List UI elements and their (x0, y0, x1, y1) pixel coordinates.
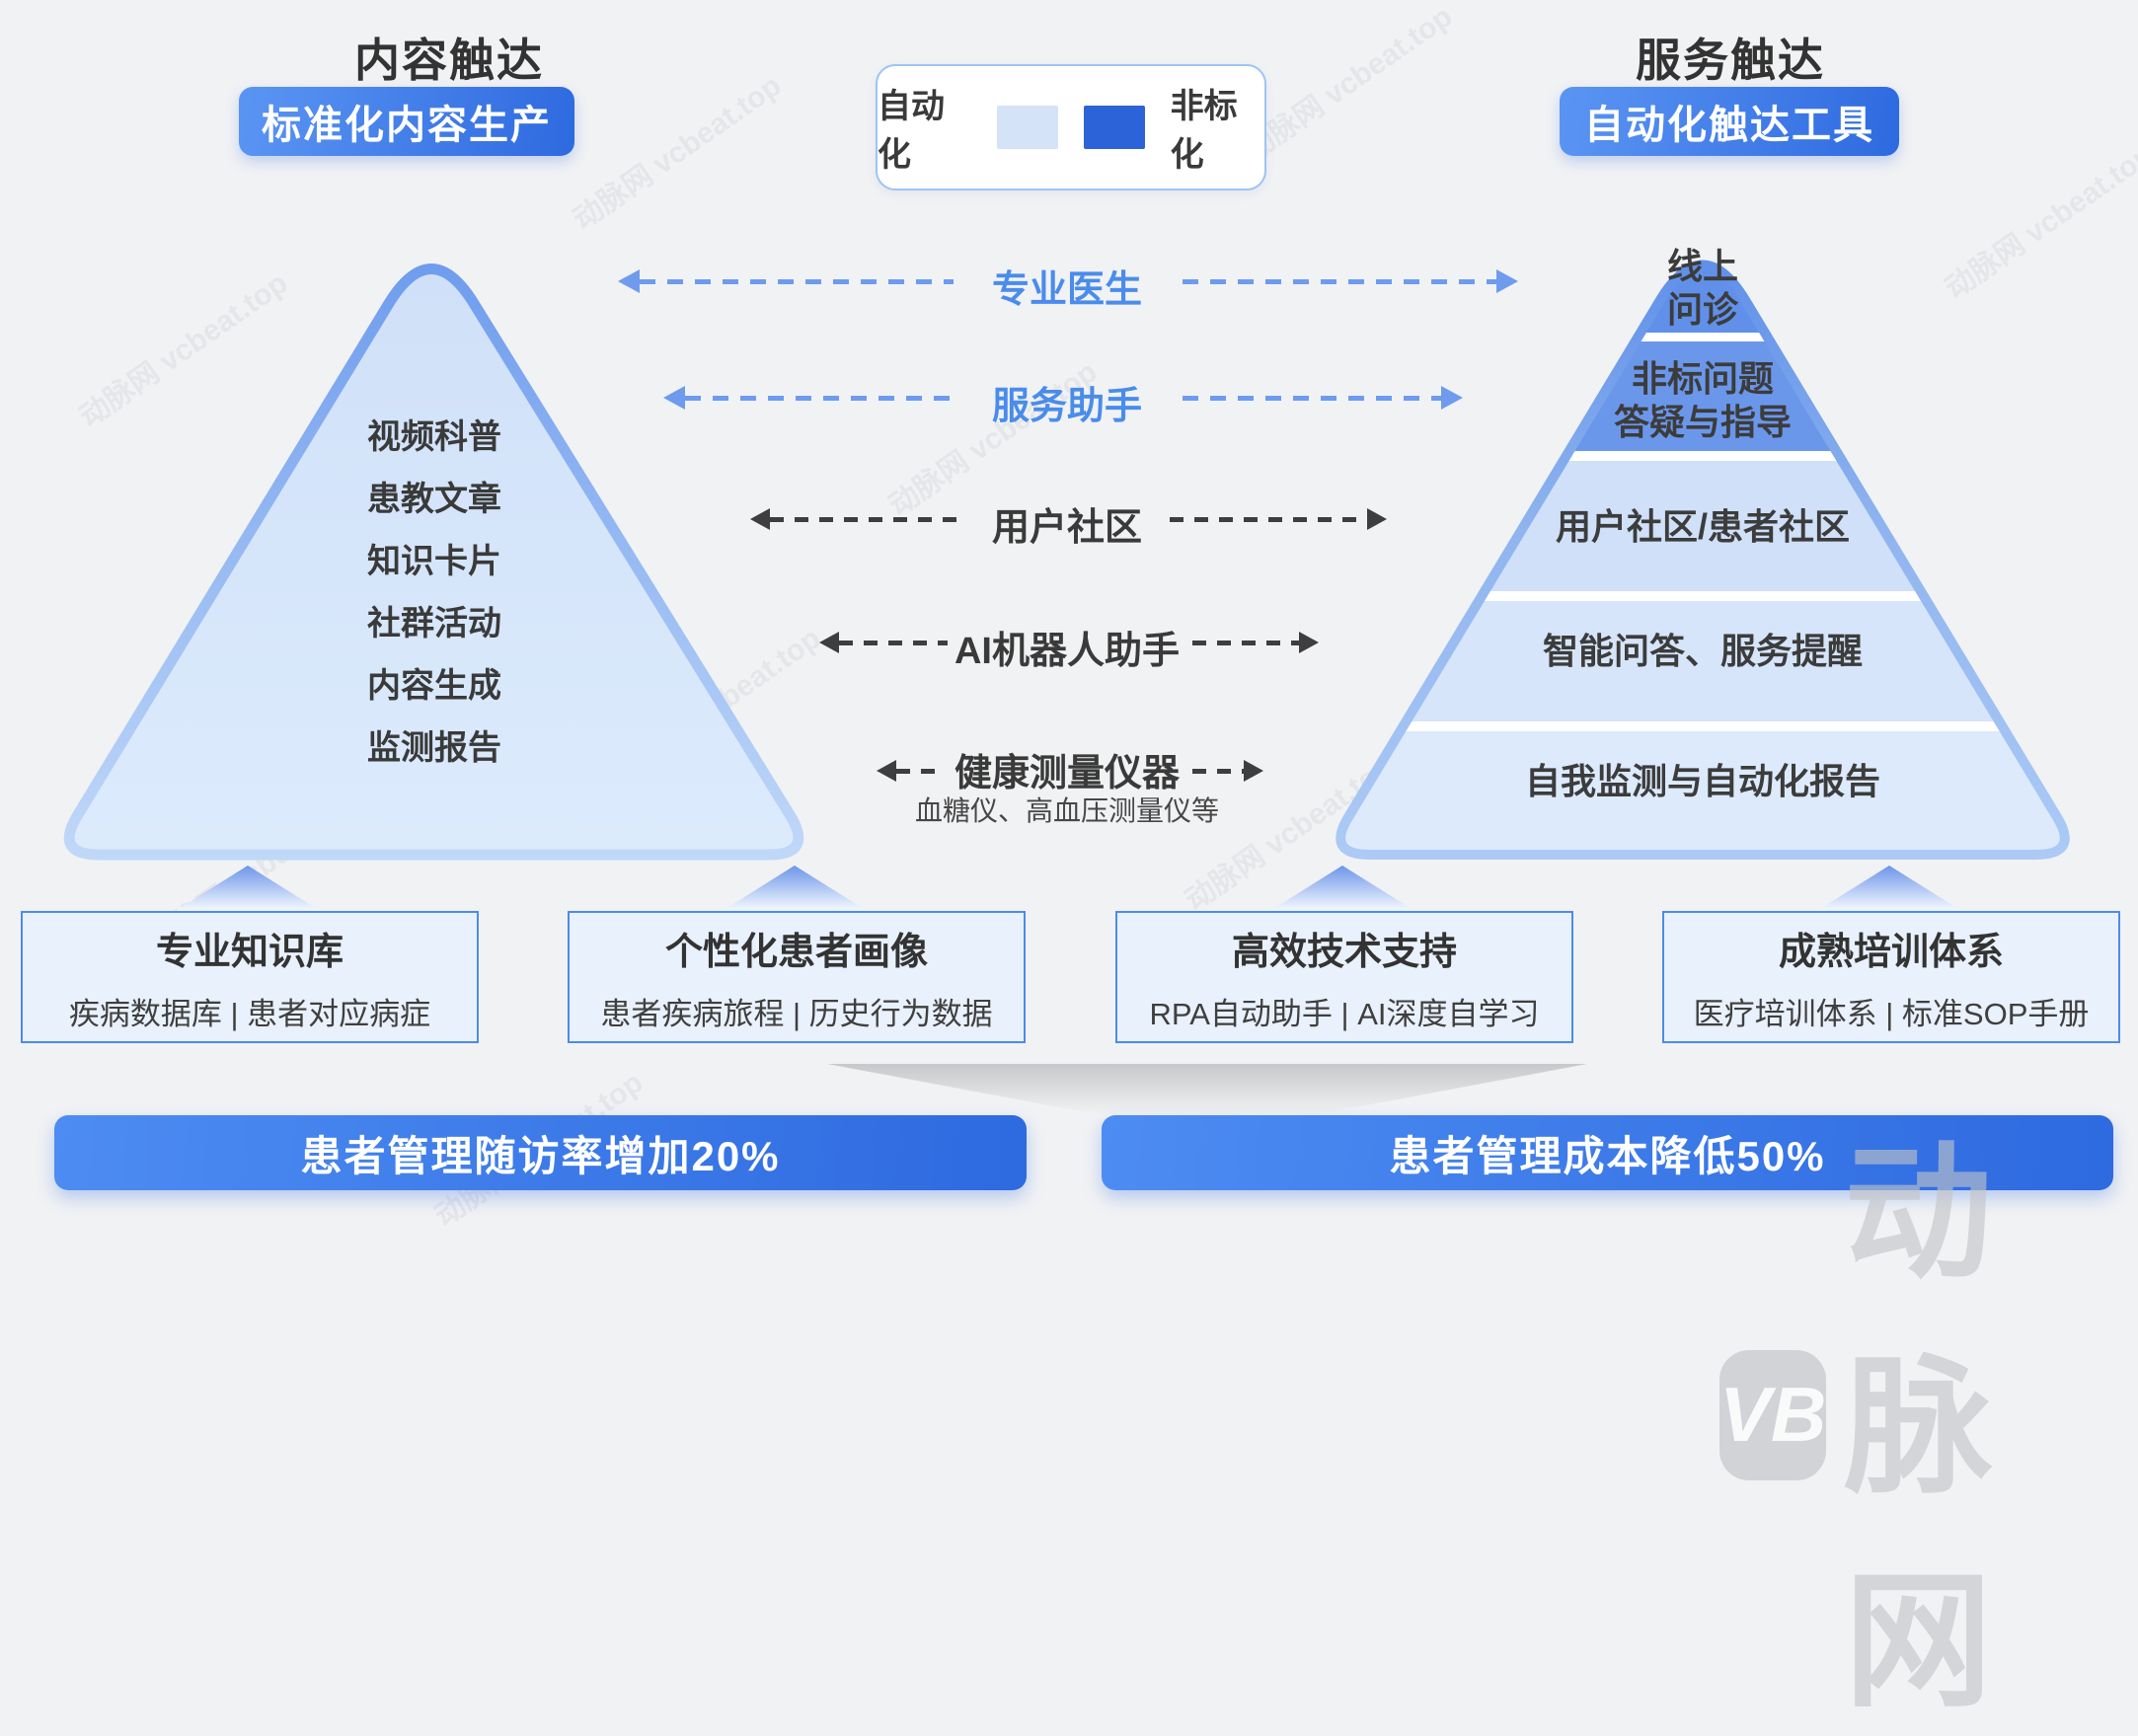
arrow-right-dash (1183, 396, 1441, 401)
result-bar-followup: 患者管理随访率增加20% (54, 1115, 1027, 1190)
info-box-profile: 个性化患者画像 患者疾病旅程 | 历史行为数据 (568, 911, 1026, 1043)
content-item: 内容生成 (367, 667, 501, 705)
pyramid-layer-2: 非标问题 答疑与指导 (1613, 358, 1792, 442)
info-box-title: 专业知识库 (155, 932, 344, 973)
info-box-title: 高效技术支持 (1231, 932, 1457, 973)
info-box-title: 个性化患者画像 (664, 932, 928, 973)
info-box-training: 成熟培训体系 医疗培训体系 | 标准SOP手册 (1662, 911, 2120, 1043)
left-column-title: 内容触达 (354, 35, 544, 86)
arrow-left-head (877, 760, 896, 782)
arrow-left-dash (640, 279, 954, 284)
arrow-right-dash (1183, 279, 1496, 284)
legend-auto-swatch (997, 106, 1058, 149)
arrow-right-head (1496, 269, 1518, 293)
content-item: 视频科普 (367, 418, 501, 456)
legend: 自动化 非标化 (876, 64, 1266, 190)
arrow-left-dash (896, 769, 944, 774)
arrow-left-head (819, 632, 839, 653)
box-connector (721, 866, 869, 912)
right-header-pill: 自动化触达工具 (1560, 87, 1899, 156)
result-bar-cost: 患者管理成本降低50% (1102, 1115, 2113, 1190)
brand-logo-name: 动脉网 (1844, 1130, 1999, 1724)
info-box-subtitle: 疾病数据库 | 患者对应病症 (68, 997, 431, 1031)
pyramid-layer-3: 用户社区/患者社区 (1555, 506, 1850, 547)
arrow-right-dash (1192, 641, 1299, 645)
left-header-pill: 标准化内容生产 (239, 87, 574, 156)
connector-sublabel-device: 血糖仪、高血压测量仪等 (914, 795, 1219, 826)
legend-nonstd-label: 非标化 (1170, 88, 1238, 174)
pyramid-layer-4: 智能问答、服务提醒 (1542, 631, 1863, 671)
content-item: 患教文章 (367, 481, 501, 518)
arrow-right-dash (1192, 769, 1244, 774)
legend-auto-label: 自动化 (878, 88, 945, 174)
pyramid-layer-5: 自我监测与自动化报告 (1524, 761, 1880, 801)
arrow-left-head (750, 508, 770, 530)
arrow-right-head (1244, 760, 1263, 782)
content-item: 知识卡片 (367, 543, 501, 580)
brand-logo: VB 动脉网 (1719, 1094, 2138, 1736)
content-item: 社群活动 (367, 605, 501, 642)
connector-label-community: 用户社区 (991, 507, 1142, 549)
service-pyramid (1336, 260, 2070, 860)
info-box-subtitle: RPA自动助手 | AI深度自学习 (1149, 997, 1540, 1031)
content-triangle (63, 264, 804, 861)
arrow-right-head (1441, 386, 1463, 410)
content-item: 监测报告 (367, 729, 501, 767)
arrow-right-head (1367, 508, 1387, 530)
arrow-right-dash (1170, 517, 1367, 522)
info-box-subtitle: 患者疾病旅程 | 历史行为数据 (600, 997, 993, 1031)
connector-label-assistant: 服务助手 (991, 386, 1142, 427)
arrow-left-dash (770, 517, 967, 522)
info-box-knowledge: 专业知识库 疾病数据库 | 患者对应病症 (21, 911, 479, 1043)
connector-label-ai-bot: AI机器人助手 (954, 631, 1180, 672)
arrow-right-head (1299, 632, 1319, 653)
watermark-text: 动脉网 vcbeat.top (1239, 0, 1459, 168)
arrow-left-dash (685, 396, 954, 401)
info-box-tech: 高效技术支持 RPA自动助手 | AI深度自学习 (1115, 911, 1573, 1043)
connector-label-device: 健康测量仪器 (954, 753, 1180, 794)
right-column-title: 服务触达 (1636, 35, 1825, 86)
arrow-left-dash (839, 641, 948, 645)
info-box-title: 成熟培训体系 (1778, 932, 2004, 973)
arrow-left-head (663, 386, 685, 410)
content-item-list: 视频科普 患教文章 知识卡片 社群活动 内容生成 监测报告 (276, 407, 592, 780)
info-box-subtitle: 医疗培训体系 | 标准SOP手册 (1693, 997, 2090, 1031)
legend-nonstd-swatch (1084, 106, 1145, 149)
arrow-left-head (618, 269, 640, 293)
brand-logo-icon: VB (1719, 1349, 1827, 1480)
box-connector (1815, 866, 1963, 912)
box-connector (1268, 866, 1416, 912)
pyramid-layer-1: 线上 问诊 (1666, 246, 1738, 330)
connector-label-doctor: 专业医生 (991, 269, 1142, 311)
